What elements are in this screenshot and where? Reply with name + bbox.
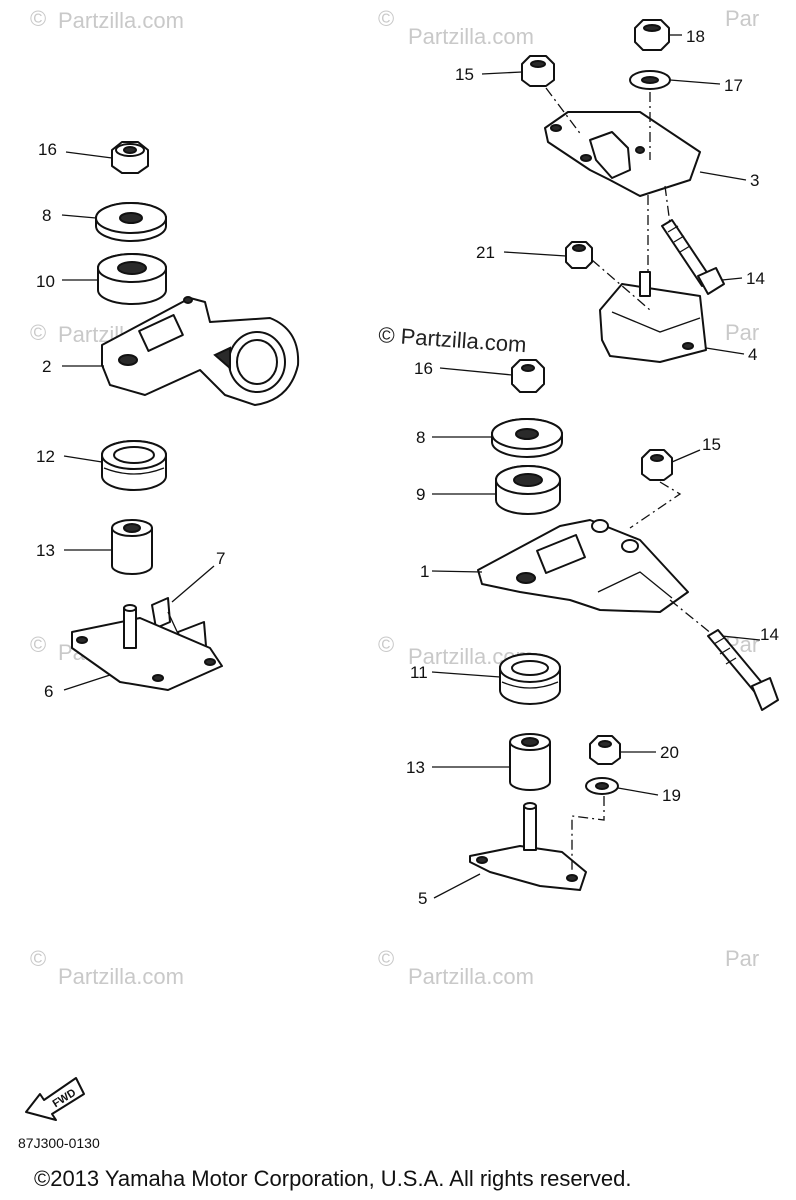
callout-11: 11 xyxy=(410,663,428,682)
callout-15: 15 xyxy=(455,65,474,84)
part-15-nut-top xyxy=(521,55,555,87)
callout-20: 20 xyxy=(660,743,679,762)
part-2-bracket xyxy=(101,296,300,406)
part-14-bolt-top xyxy=(661,219,725,295)
part-12-grommet xyxy=(101,440,167,491)
part-5-plate xyxy=(469,802,587,891)
part-11-grommet xyxy=(499,653,561,705)
part-18-nut xyxy=(634,19,670,51)
watermark-partial-text: Par xyxy=(725,320,759,345)
callout-labels: 16 8 10 2 12 13 7 6 18 17 15 3 21 14 4 1… xyxy=(36,27,779,908)
watermark-partial-text: Par xyxy=(725,6,759,31)
callout-14: 14 xyxy=(746,269,765,288)
part-13-collar-left xyxy=(111,519,153,575)
leader-lines xyxy=(61,34,761,899)
watermark-text: Partzilla.com xyxy=(408,24,534,49)
part-3-bracket xyxy=(544,111,701,197)
callout-13: 13 xyxy=(406,758,425,777)
callout-7: 7 xyxy=(216,549,225,568)
copyright-watermark: © xyxy=(30,320,46,345)
callout-4: 4 xyxy=(748,345,757,364)
part-4-bracket xyxy=(599,271,707,363)
callout-8: 8 xyxy=(416,428,425,447)
callout-10: 10 xyxy=(36,272,55,291)
copyright-watermark: © xyxy=(30,946,46,971)
part-13-collar-right xyxy=(509,733,551,791)
part-15-nut-right xyxy=(641,449,673,481)
watermark-text: Partzilla.com xyxy=(58,8,184,33)
part-16-nut-left xyxy=(111,141,149,174)
watermark-partial-text: Par xyxy=(725,946,759,971)
callout-17: 17 xyxy=(724,76,743,95)
copyright-watermark: © xyxy=(378,6,394,31)
part-8-washer-right xyxy=(491,418,563,458)
part-6-plate xyxy=(71,604,223,691)
callout-6: 6 xyxy=(44,682,53,701)
watermark-text: Partzilla.com xyxy=(408,964,534,989)
copyright-watermark: © xyxy=(378,946,394,971)
callout-1: 1 xyxy=(420,562,429,581)
part-9-bushing xyxy=(495,465,561,515)
part-1-bracket xyxy=(477,519,689,613)
part-21-nut xyxy=(565,241,593,269)
callout-19: 19 xyxy=(662,786,681,805)
callout-16: 16 xyxy=(38,140,57,159)
part-19-washer xyxy=(585,777,619,795)
callout-15: 15 xyxy=(702,435,721,454)
callout-13: 13 xyxy=(36,541,55,560)
copyright-watermark: © xyxy=(30,632,46,657)
part-10-bushing xyxy=(97,253,167,305)
watermark-text: Partzilla.com xyxy=(58,964,184,989)
callout-9: 9 xyxy=(416,485,425,504)
callout-16: 16 xyxy=(414,359,433,378)
part-20-nut xyxy=(589,735,621,765)
callout-5: 5 xyxy=(418,889,427,908)
copyright-watermark: © xyxy=(30,6,46,31)
diagram-code: 87J300-0130 xyxy=(18,1135,100,1151)
copyright-notice: ©2013 Yamaha Motor Corporation, U.S.A. A… xyxy=(34,1166,631,1191)
part-16-nut-right xyxy=(511,359,545,393)
callout-2: 2 xyxy=(42,357,51,376)
callout-21: 21 xyxy=(476,243,495,262)
callout-3: 3 xyxy=(750,171,759,190)
part-17-washer xyxy=(629,70,671,90)
fwd-arrow-icon: FWD xyxy=(25,1077,85,1121)
assembly-lines xyxy=(545,87,713,870)
callout-8: 8 xyxy=(42,206,51,225)
callout-12: 12 xyxy=(36,447,55,466)
callout-14: 14 xyxy=(760,625,779,644)
callout-18: 18 xyxy=(686,27,705,46)
copyright-watermark: © xyxy=(378,632,394,657)
part-14-bolt-lower xyxy=(707,629,779,711)
part-8-washer-left xyxy=(95,202,167,242)
center-watermark-text: © Partzilla.com xyxy=(378,322,528,357)
